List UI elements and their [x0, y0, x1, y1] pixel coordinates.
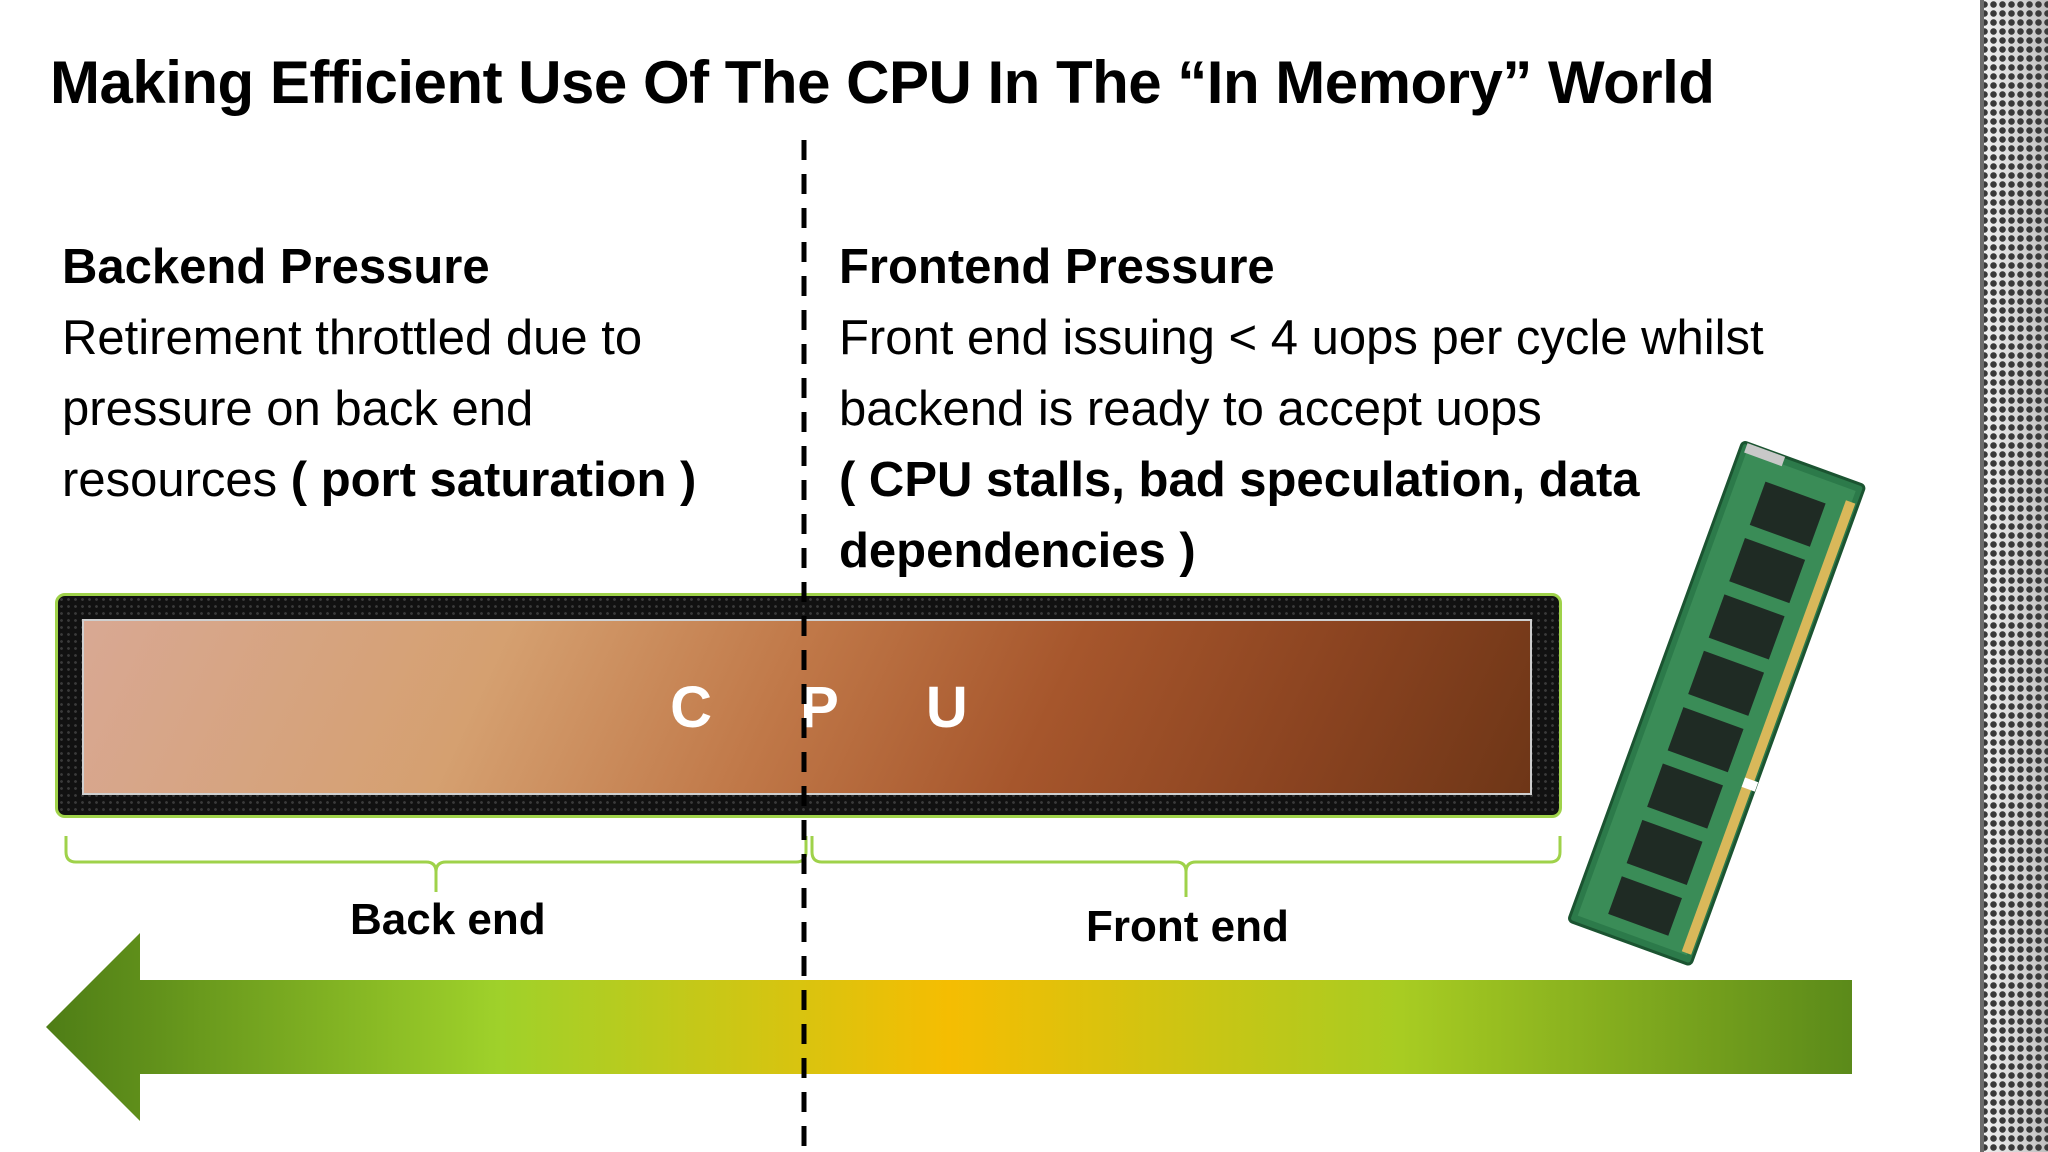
backend-pressure-block: Backend Pressure Retirement throttled du… [62, 232, 782, 516]
backend-text-line2: pressure on back end [62, 382, 534, 436]
frontend-emphasis-line1: ( CPU stalls, bad speculation, data [839, 453, 1640, 507]
frontend-text-line2: backend is ready to accept uops [839, 382, 1542, 436]
front-end-brace [810, 836, 1562, 897]
cpu-block: C P U [82, 619, 1532, 795]
frontend-emphasis-line2: dependencies ) [839, 524, 1196, 578]
slide-title: Making Efficient Use Of The CPU In The “… [50, 49, 1715, 116]
slide: Making Efficient Use Of The CPU In The “… [46, 49, 1909, 1152]
front-end-label: Front end [1086, 902, 1289, 951]
left-arrow-icon [46, 933, 1852, 1121]
frontend-text-line1: Front end issuing < 4 uops per cycle whi… [839, 311, 1764, 365]
backend-text-line1: Retirement throttled due to [62, 311, 643, 365]
backend-text-line3: resources [62, 453, 291, 507]
ram-module-icon [1568, 441, 1866, 966]
frontend-heading: Frontend Pressure [839, 240, 1275, 294]
backend-emphasis: ( port saturation ) [290, 453, 697, 507]
cpu-label: C P U [670, 674, 1004, 740]
back-end-label: Back end [350, 895, 546, 944]
backend-heading: Backend Pressure [62, 240, 490, 294]
frontend-pressure-block: Frontend Pressure Front end issuing < 4 … [839, 232, 1909, 587]
pressure-divider [801, 140, 807, 1152]
decorative-side-strip [1980, 0, 2048, 1152]
